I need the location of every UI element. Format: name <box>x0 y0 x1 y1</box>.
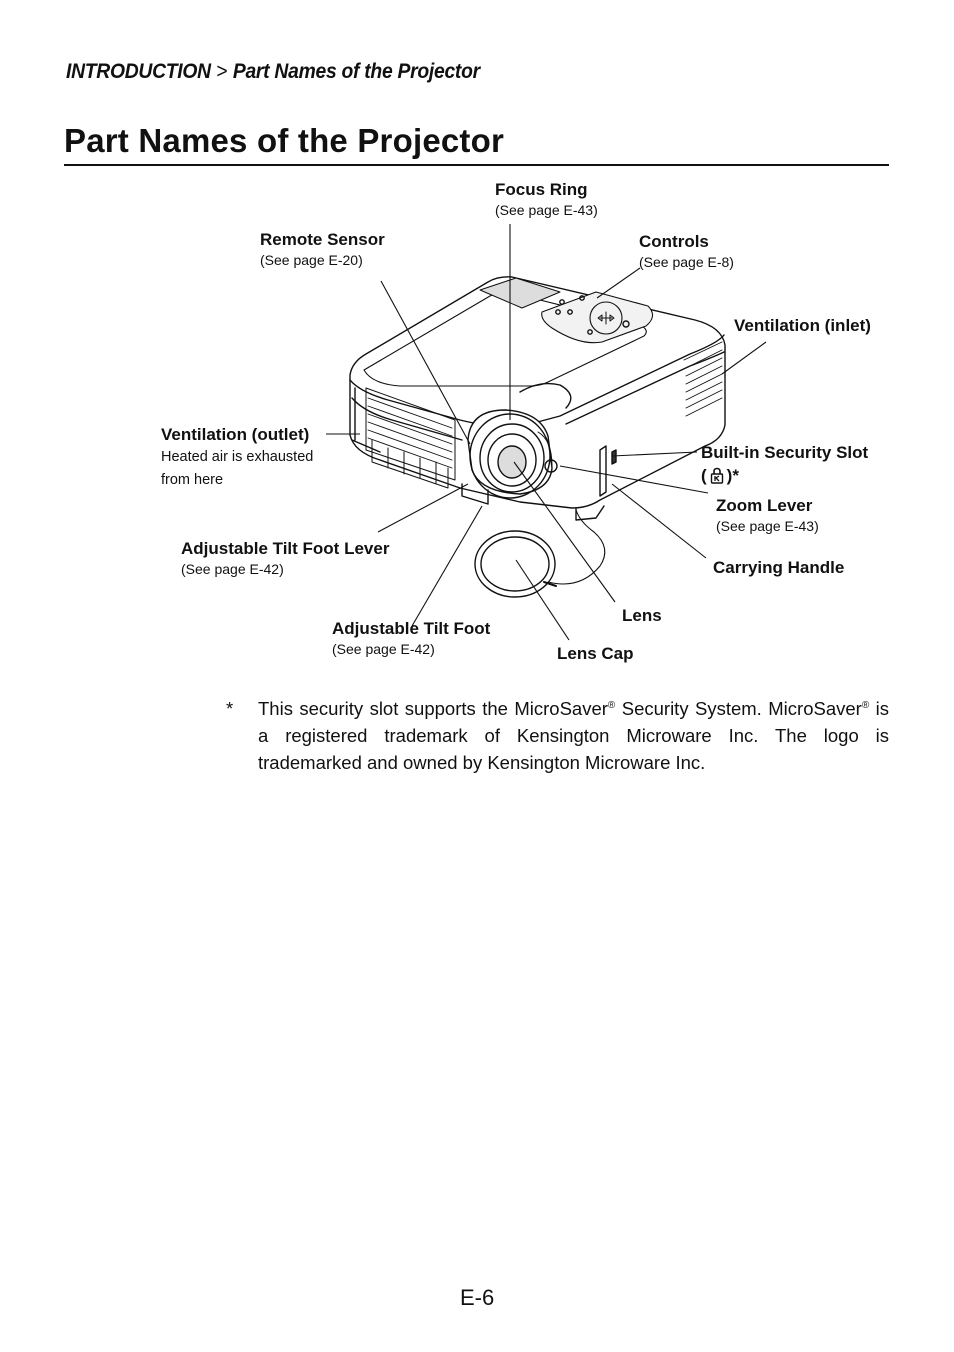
security-slot-close: )* <box>726 466 739 486</box>
footnote-marker: * <box>226 698 234 719</box>
label-carrying-handle: Carrying Handle <box>713 558 844 578</box>
lens-assembly <box>467 409 558 499</box>
leader-controls <box>596 267 641 299</box>
label-tilt-foot-lever: Adjustable Tilt Foot Lever (See page E-4… <box>181 539 389 578</box>
tilt-foot-name: Adjustable Tilt Foot <box>332 619 491 638</box>
security-slot-symbol: ( )* <box>701 466 868 486</box>
security-slot-name: Built-in Security Slot <box>701 443 869 462</box>
breadcrumb-section: INTRODUCTION <box>66 60 211 83</box>
projector-body <box>349 276 726 521</box>
lens-cap-name: Lens Cap <box>557 644 634 663</box>
breadcrumb-subsection: Part Names of the Projector <box>232 60 480 83</box>
leader-lens <box>513 461 616 603</box>
label-ventilation-outlet: Ventilation (outlet) Heated air is exhau… <box>161 425 313 491</box>
leader-remote-sensor <box>380 280 471 445</box>
focus-ring-ref: (See page E-43) <box>495 202 598 219</box>
controls-ref: (See page E-8) <box>639 254 734 271</box>
remote-sensor-ref: (See page E-20) <box>260 252 363 269</box>
leader-zoom-lever <box>559 465 709 494</box>
leader-ventilation-inlet <box>721 341 767 375</box>
label-controls: Controls (See page E-8) <box>639 232 734 271</box>
breadcrumb-separator: > <box>216 60 228 83</box>
label-ventilation-inlet: Ventilation (inlet) <box>734 316 871 336</box>
carrying-handle-name: Carrying Handle <box>713 558 845 577</box>
label-lens-cap: Lens Cap <box>557 644 634 664</box>
page-title: Part Names of the Projector <box>64 122 505 159</box>
security-slot-open: ( <box>701 466 707 486</box>
zoom-lever-ref: (See page E-43) <box>716 518 819 535</box>
label-security-slot: Built-in Security Slot ( )* <box>701 443 868 487</box>
ventilation-outlet-name: Ventilation (outlet) <box>161 425 310 444</box>
label-tilt-foot: Adjustable Tilt Foot (See page E-42) <box>332 619 490 658</box>
controls-name: Controls <box>639 232 709 251</box>
ventilation-outlet-desc-2: from here <box>161 471 224 488</box>
focus-ring-name: Focus Ring <box>495 180 588 199</box>
registered-mark: ® <box>607 700 616 711</box>
leader-lens-cap <box>515 559 570 641</box>
tilt-foot-ref: (See page E-42) <box>332 641 435 658</box>
tilt-foot-lever-name: Adjustable Tilt Foot Lever <box>181 539 390 558</box>
leader-carrying-handle <box>611 483 707 559</box>
ventilation-inlet-name: Ventilation (inlet) <box>734 316 871 335</box>
ventilation-outlet-desc-1: Heated air is exhausted <box>161 449 314 466</box>
kensington-lock-icon <box>710 468 723 485</box>
registered-mark: ® <box>861 700 870 711</box>
page-number: E-6 <box>460 1285 495 1310</box>
leader-tilt-foot-lever <box>377 483 469 533</box>
title-rule <box>64 164 889 166</box>
projector-illustration <box>326 224 767 641</box>
lens-name: Lens <box>622 606 662 625</box>
leader-security-slot <box>611 451 698 457</box>
breadcrumb: INTRODUCTION>Part Names of the Projector <box>66 60 480 84</box>
footnote-text: This security slot supports the MicroSav… <box>258 695 889 776</box>
zoom-lever-name: Zoom Lever <box>716 496 813 515</box>
label-lens: Lens <box>622 606 662 626</box>
footnote-part3: is a registered trademark of Kensington … <box>258 698 890 773</box>
leader-tilt-foot <box>411 505 483 627</box>
remote-sensor-name: Remote Sensor <box>260 230 385 249</box>
footnote-part2: Security System. MicroSaver <box>615 698 862 719</box>
label-remote-sensor: Remote Sensor (See page E-20) <box>260 230 385 269</box>
footnote: * This security slot supports the MicroS… <box>226 695 889 776</box>
label-focus-ring: Focus Ring (See page E-43) <box>495 180 598 219</box>
label-zoom-lever: Zoom Lever (See page E-43) <box>716 496 819 535</box>
footnote-part1: This security slot supports the MicroSav… <box>258 698 608 719</box>
tilt-foot-lever-ref: (See page E-42) <box>181 561 284 578</box>
lens-cap <box>474 509 606 598</box>
